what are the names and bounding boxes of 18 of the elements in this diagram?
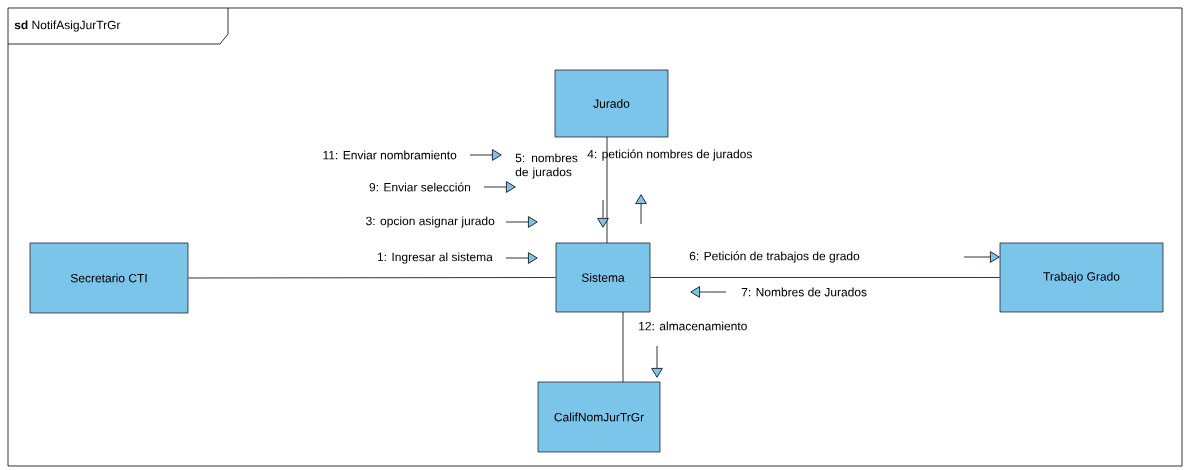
link-line xyxy=(188,277,556,279)
object-box: Secretario CTI xyxy=(29,242,189,314)
message-label: 12: almacenamiento xyxy=(639,321,747,331)
link-line xyxy=(606,136,608,244)
message-label: 7: Nombres de Jurados xyxy=(741,287,867,297)
object-box: Sistema xyxy=(555,242,651,313)
object-box: CalifNomJurTrGr xyxy=(537,381,661,453)
link-line xyxy=(650,277,1000,278)
message-label: 5: nombres de jurados xyxy=(515,153,578,179)
object-box: Jurado xyxy=(554,69,669,138)
message-label: 3: opcion asignar jurado xyxy=(366,216,495,228)
message-label: 9: Enviar selección xyxy=(369,182,470,192)
message-label: 4: petición nombres de jurados xyxy=(587,149,752,161)
message-label: 1: Ingresar al sistema xyxy=(377,252,493,264)
object-box: Trabajo Grado xyxy=(999,242,1164,313)
link-line xyxy=(622,311,624,383)
message-label: 11: Enviar nombramiento xyxy=(323,150,457,160)
message-label: 6: Petición de trabajos de grado xyxy=(689,251,860,263)
